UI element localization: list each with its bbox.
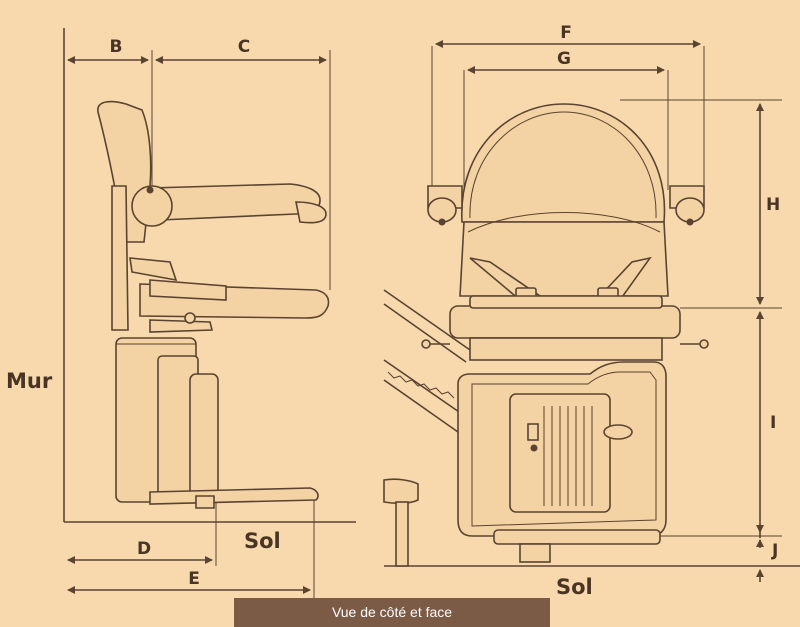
floor-label-front: Sol xyxy=(556,575,593,599)
rail-top-edge-2 xyxy=(383,303,467,363)
front-footrest xyxy=(493,529,661,545)
dimension-i-label: I xyxy=(770,413,776,433)
front-carriage-inner xyxy=(471,371,657,527)
dimension-j-label: J xyxy=(771,541,778,561)
front-seat-back xyxy=(459,221,669,297)
front-newel-post xyxy=(395,501,409,567)
front-backrest xyxy=(461,103,666,223)
front-key-switch xyxy=(527,423,539,441)
side-lever-knob xyxy=(184,312,196,324)
front-footrest-post xyxy=(519,543,551,563)
side-seat-cushion xyxy=(149,279,227,301)
front-arm-pivot-right xyxy=(675,197,705,223)
rail-top-edge xyxy=(383,289,471,351)
front-pivot-dot-left xyxy=(438,218,446,226)
side-view: B C D E Mur Sol xyxy=(6,28,356,598)
front-indicator-light xyxy=(530,444,538,452)
front-lever-knob-left xyxy=(421,339,431,349)
side-rail-wheel-housing xyxy=(189,373,219,503)
front-logo-badge xyxy=(603,424,633,440)
floor-label-side: Sol xyxy=(244,529,281,553)
wall-label: Mur xyxy=(6,369,53,393)
side-footrest xyxy=(149,487,319,505)
front-vent-grille xyxy=(543,406,593,506)
rail-rack-teeth xyxy=(387,371,455,399)
dimension-g-label: G xyxy=(557,49,571,69)
front-view: F G H I J Sol xyxy=(383,23,800,599)
dimension-b-label: B xyxy=(110,37,123,57)
rail-lower-edge xyxy=(383,359,463,415)
dimension-e-label: E xyxy=(188,569,200,589)
front-pivot-dot-right xyxy=(686,218,694,226)
front-arm-pivot-left xyxy=(427,197,457,223)
dimension-d-label: D xyxy=(137,539,151,559)
side-seat-belt xyxy=(129,257,178,282)
side-swivel-lever xyxy=(149,319,214,333)
dimension-h-label: H xyxy=(766,195,780,215)
front-seat-back-curve xyxy=(467,212,661,233)
side-pivot-dot xyxy=(146,186,154,194)
rail-lower-edge-2 xyxy=(383,379,459,433)
side-armrest-tip xyxy=(295,201,327,224)
front-newel-cap xyxy=(383,478,419,505)
front-lever-knob-right xyxy=(699,339,709,349)
side-back-plate xyxy=(111,185,129,331)
front-seat-top xyxy=(469,295,663,309)
front-backrest-edge xyxy=(469,111,657,219)
side-arm-pivot xyxy=(131,185,173,227)
front-seat xyxy=(449,305,681,339)
dimension-c-label: C xyxy=(238,37,250,57)
front-seat-base xyxy=(469,337,663,361)
dimension-f-label: F xyxy=(560,23,572,43)
caption-bar: Vue de côté et face xyxy=(234,598,550,627)
side-footrest-hinge xyxy=(195,495,215,509)
